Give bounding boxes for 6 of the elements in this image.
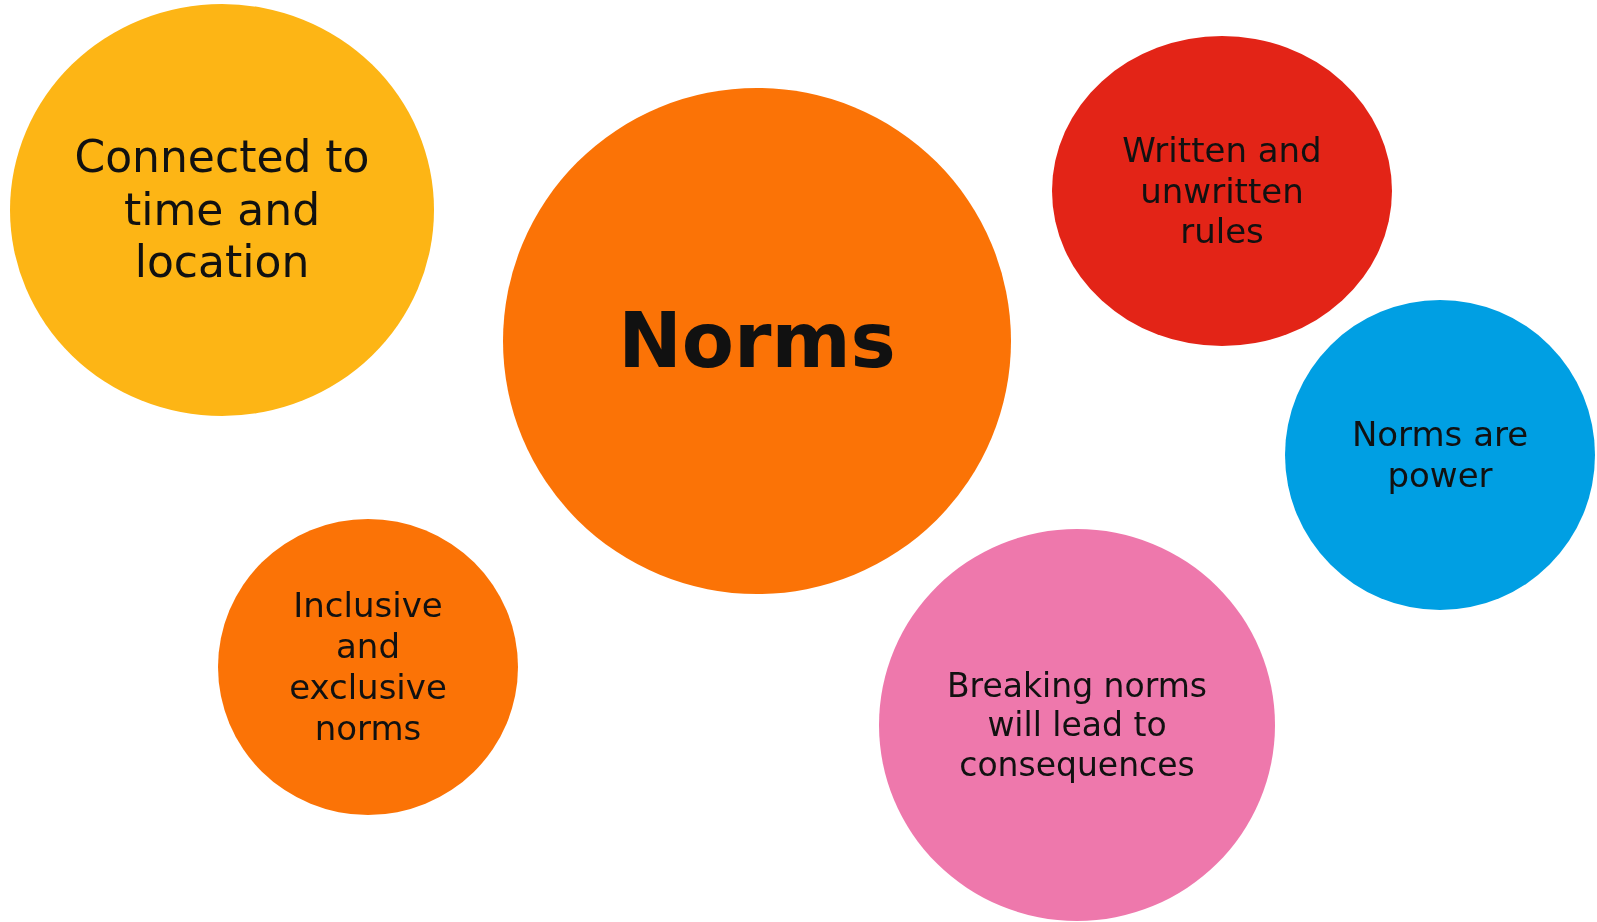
node-text: Inclusive and exclusive norms <box>288 585 448 749</box>
node-text: Written and unwritten rules <box>1121 129 1323 253</box>
node-text: Breaking norms will lead to consequences <box>945 665 1209 785</box>
node-text: Norms are power <box>1350 414 1530 496</box>
title-text: Norms <box>617 295 897 387</box>
node-text: Connected to time and location <box>73 130 371 290</box>
